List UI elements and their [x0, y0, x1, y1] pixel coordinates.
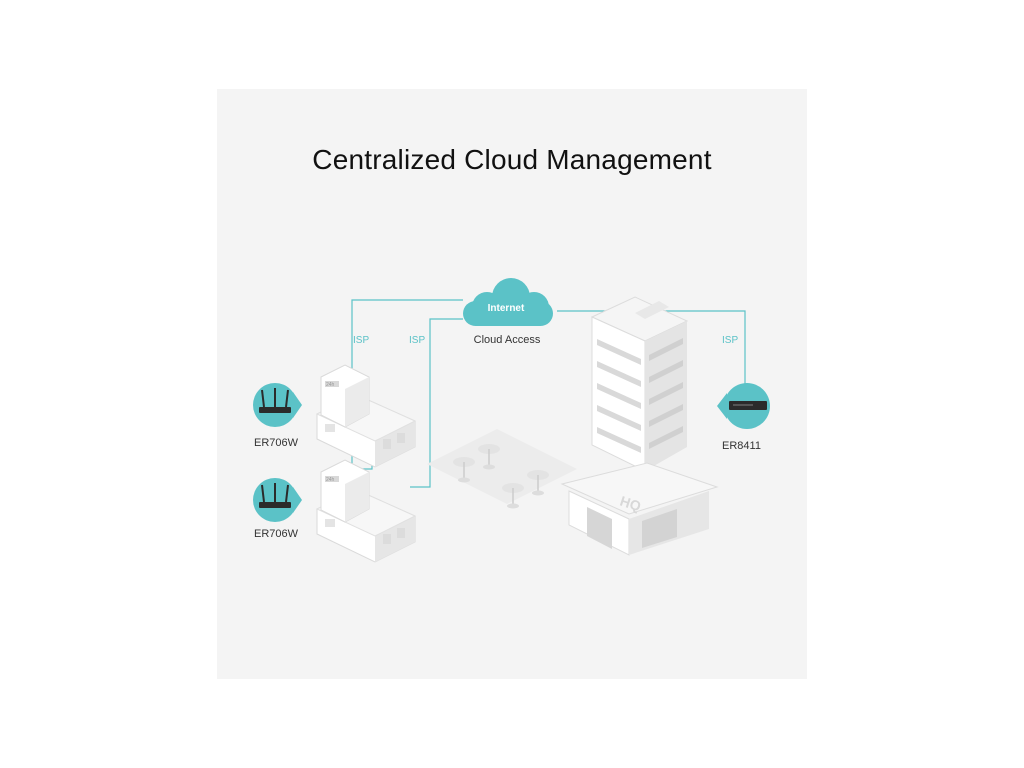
diagram-panel: Centralized Cloud Management: [217, 89, 807, 679]
router-bubble-hq: [717, 383, 770, 429]
isp-label-2: ISP: [409, 335, 425, 346]
hq-lobby: HQ: [562, 463, 717, 555]
router-bubble-bottom: [253, 478, 302, 522]
hq-tower: [592, 297, 687, 471]
isp-label-1: ISP: [353, 335, 369, 346]
branch-store-top: 24h: [317, 365, 415, 467]
plaza: [427, 429, 577, 509]
store-sign-text-bottom: 24h: [326, 477, 335, 483]
router-bubble-top: [253, 383, 302, 427]
cloud-label: Internet: [461, 303, 551, 314]
cloud-access-caption: Cloud Access: [457, 334, 557, 346]
device-label-hq: ER8411: [722, 440, 761, 452]
branch-store-bottom: 24h: [317, 460, 415, 562]
device-label-branch-top: ER706W: [254, 437, 298, 449]
isp-label-3: ISP: [722, 335, 738, 346]
router-icon-top: [259, 407, 291, 413]
device-label-branch-bottom: ER706W: [254, 528, 298, 540]
network-diagram: 24h 24h: [217, 89, 807, 679]
internet-cloud: [463, 278, 553, 326]
router-icon-bottom: [259, 502, 291, 508]
store-sign-text-top: 24h: [326, 382, 335, 388]
